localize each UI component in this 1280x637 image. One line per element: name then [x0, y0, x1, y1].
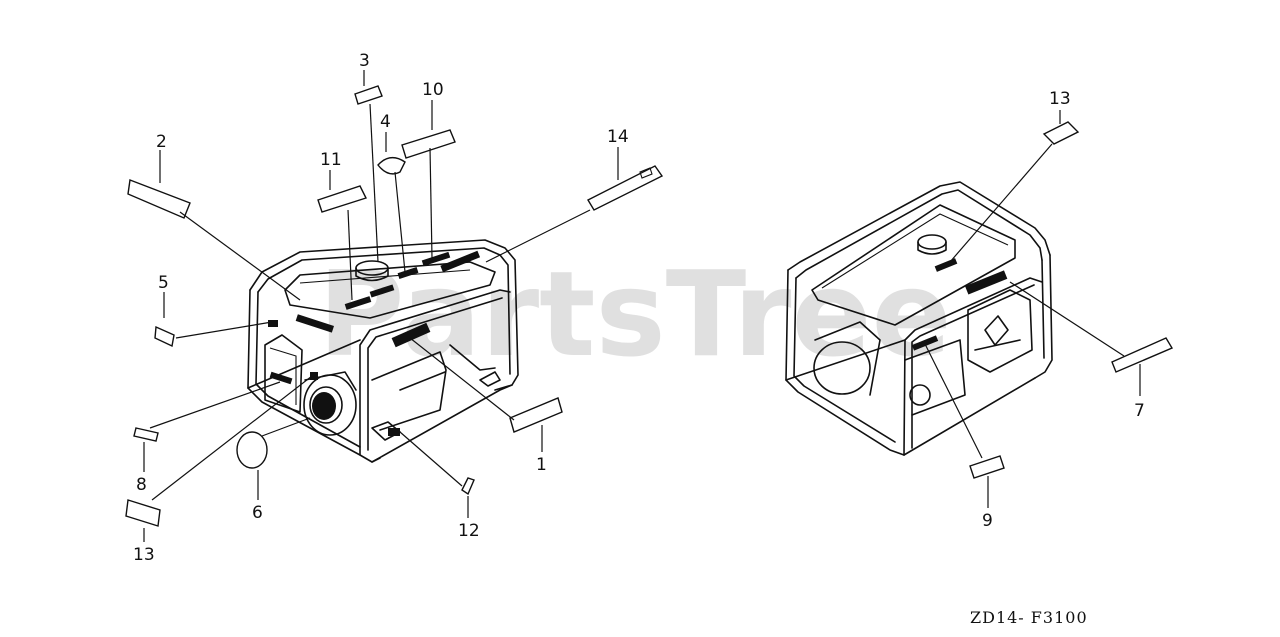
decal-13-right — [1042, 121, 1080, 145]
callout-1: 1 — [536, 455, 547, 475]
decal-3 — [354, 85, 383, 105]
decal-14 — [587, 165, 664, 211]
callout-11: 11 — [320, 150, 342, 170]
decal-12 — [461, 477, 475, 496]
decal-11 — [317, 185, 367, 213]
callout-8: 8 — [136, 475, 147, 495]
right-decals — [923, 110, 1174, 508]
generator-right-view — [785, 181, 1053, 456]
drawing-code: ZD14- F3100 — [970, 608, 1088, 627]
callout-7: 7 — [1134, 401, 1145, 421]
decal-10 — [401, 129, 456, 159]
callout-2: 2 — [156, 132, 167, 152]
callout-13-left: 13 — [133, 545, 155, 565]
callout-12: 12 — [458, 521, 480, 541]
callout-3: 3 — [359, 51, 370, 71]
callout-5: 5 — [158, 273, 169, 293]
decal-2 — [127, 179, 191, 219]
callout-13-right: 13 — [1049, 89, 1071, 109]
decal-9 — [969, 455, 1005, 479]
decal-13-left — [125, 499, 161, 527]
left-decals — [125, 70, 664, 542]
decal-8 — [133, 427, 159, 442]
decal-6 — [236, 431, 268, 469]
callout-9: 9 — [982, 511, 993, 531]
decal-4 — [377, 157, 406, 175]
callout-10: 10 — [422, 80, 444, 100]
decal-5 — [154, 325, 175, 348]
callout-14: 14 — [607, 127, 629, 147]
left-callouts: 2 3 4 10 11 14 5 8 13 6 1 12 — [133, 51, 629, 565]
decal-7 — [1111, 337, 1174, 373]
decal-1 — [509, 397, 563, 433]
callout-6: 6 — [252, 503, 263, 523]
callout-4: 4 — [380, 112, 391, 132]
generator-left-view — [247, 239, 519, 463]
right-callouts: 13 7 9 — [982, 89, 1145, 531]
